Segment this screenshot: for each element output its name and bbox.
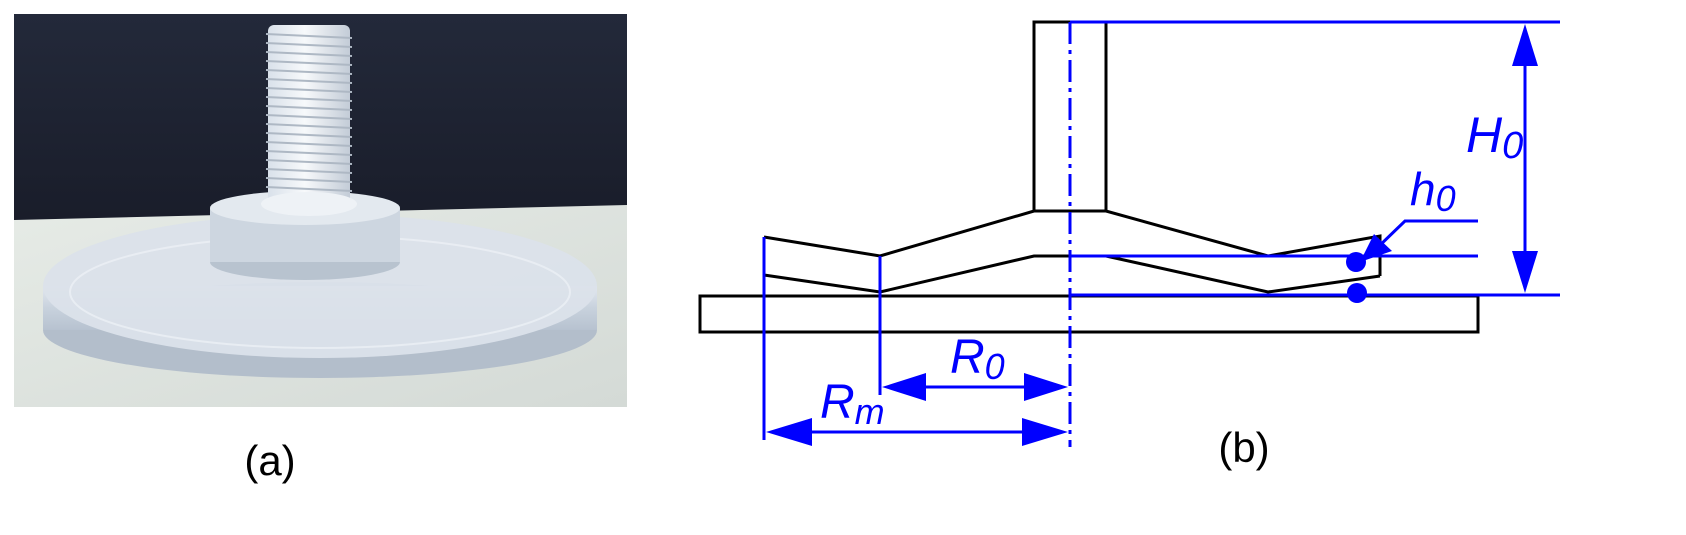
- R0-arrow-left: [882, 373, 926, 401]
- Rm-arrow-right: [1022, 418, 1068, 446]
- bolt-thread: [265, 141, 353, 147]
- panel-b-drawing: [698, 20, 1560, 447]
- h0-leader-line: [1373, 219, 1478, 252]
- bolt-thread: [265, 96, 353, 102]
- bolt-thread: [265, 123, 353, 129]
- photo-bolt-base: [261, 192, 357, 216]
- bolt-thread: [265, 159, 353, 165]
- bolt-thread: [265, 87, 353, 93]
- bolt-thread: [265, 33, 353, 39]
- H0-arrow-up: [1512, 24, 1538, 66]
- R0-label: R0: [950, 331, 1005, 387]
- panel-b-caption: (b): [1218, 424, 1269, 471]
- bolt-thread: [265, 150, 353, 156]
- bolt-thread: [265, 42, 353, 48]
- dimension-lines: [762, 20, 1560, 447]
- bolt-thread: [265, 60, 353, 66]
- bolt-thread: [265, 168, 353, 174]
- H0-arrow-down: [1512, 251, 1538, 293]
- bolt-thread: [265, 186, 353, 192]
- photo-disc-top: [43, 214, 597, 358]
- h0-marker-top: [1346, 252, 1366, 272]
- bolt-thread: [265, 114, 353, 120]
- bolt-thread: [265, 105, 353, 111]
- bolt-thread: [265, 78, 353, 84]
- panel-a-photo: [14, 14, 627, 407]
- disc-lower-profile: [763, 254, 1381, 294]
- bolt-thread: [265, 51, 353, 57]
- bolt-thread: [265, 177, 353, 183]
- disc-upper-profile: [763, 209, 1382, 276]
- h0-arrow: [1360, 234, 1392, 262]
- arrowheads: [766, 24, 1538, 446]
- Rm-arrow-left: [766, 418, 812, 446]
- H0-label: H0: [1466, 107, 1523, 167]
- panel-a-caption: (a): [244, 437, 295, 484]
- bolt-thread: [265, 132, 353, 138]
- photo-bolt-threads: [265, 33, 353, 192]
- bolt-thread: [265, 69, 353, 75]
- h0-label: h0: [1410, 163, 1456, 219]
- h0-marker-bottom: [1347, 283, 1367, 303]
- R0-arrow-right: [1024, 373, 1068, 401]
- Rm-label: Rm: [820, 376, 885, 432]
